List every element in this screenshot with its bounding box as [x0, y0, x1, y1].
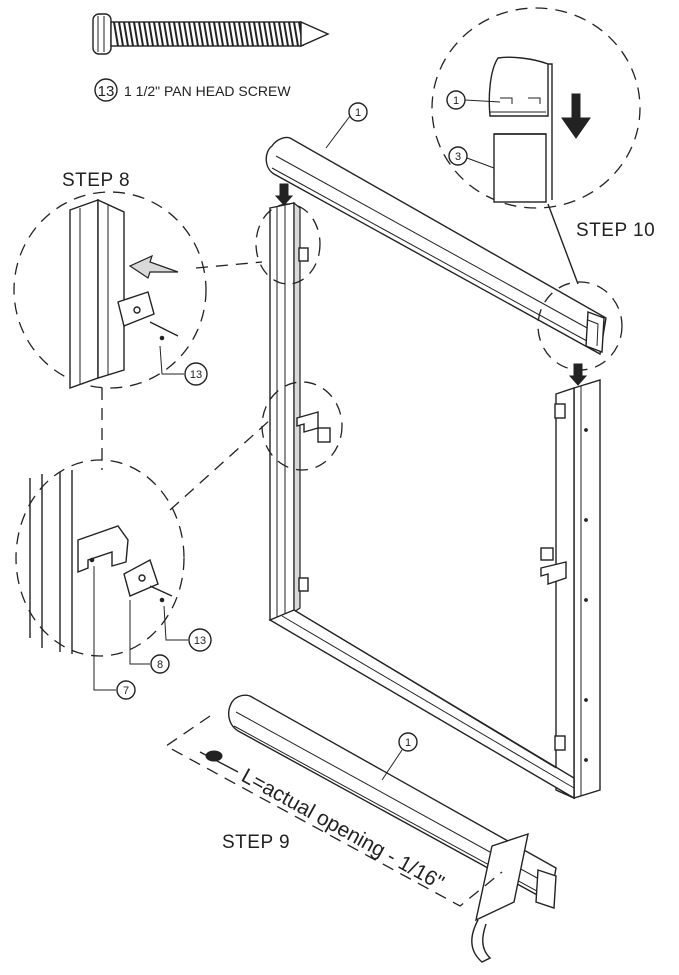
screw-caption: 13 1 1/2" PAN HEAD SCREW	[94, 78, 291, 102]
bracket-clip-detail: 13 8 7	[15, 381, 343, 700]
bottom-rail-part-1: 1	[228, 694, 557, 963]
screw-caption-text: 1 1/2" PAN HEAD SCREW	[124, 83, 291, 99]
top-rail-part-1: 1	[265, 102, 607, 386]
step-8-screw-callout: 13	[190, 369, 202, 381]
step-8-detail: 13	[13, 191, 321, 470]
bottom-rail-callout: 1	[405, 737, 411, 749]
step-8-label: STEP 8	[62, 170, 130, 191]
lower-clip-callout: 8	[157, 659, 163, 671]
step-10-rail-callout: 1	[453, 95, 459, 107]
lower-screw-callout: 13	[194, 635, 206, 647]
top-rail-callout: 1	[355, 107, 361, 119]
step-10-label: STEP 10	[576, 220, 655, 241]
screw-part-number: 13	[98, 83, 115, 100]
step-10-detail: 1 3	[431, 7, 641, 371]
tape-measure-icon	[199, 750, 239, 773]
door-frame	[268, 201, 601, 800]
step-9-label: STEP 9	[222, 832, 290, 853]
pan-head-screw-illustration	[92, 13, 330, 55]
step-10-insert-callout: 3	[455, 151, 461, 163]
lower-bracket-callout: 7	[123, 685, 129, 697]
